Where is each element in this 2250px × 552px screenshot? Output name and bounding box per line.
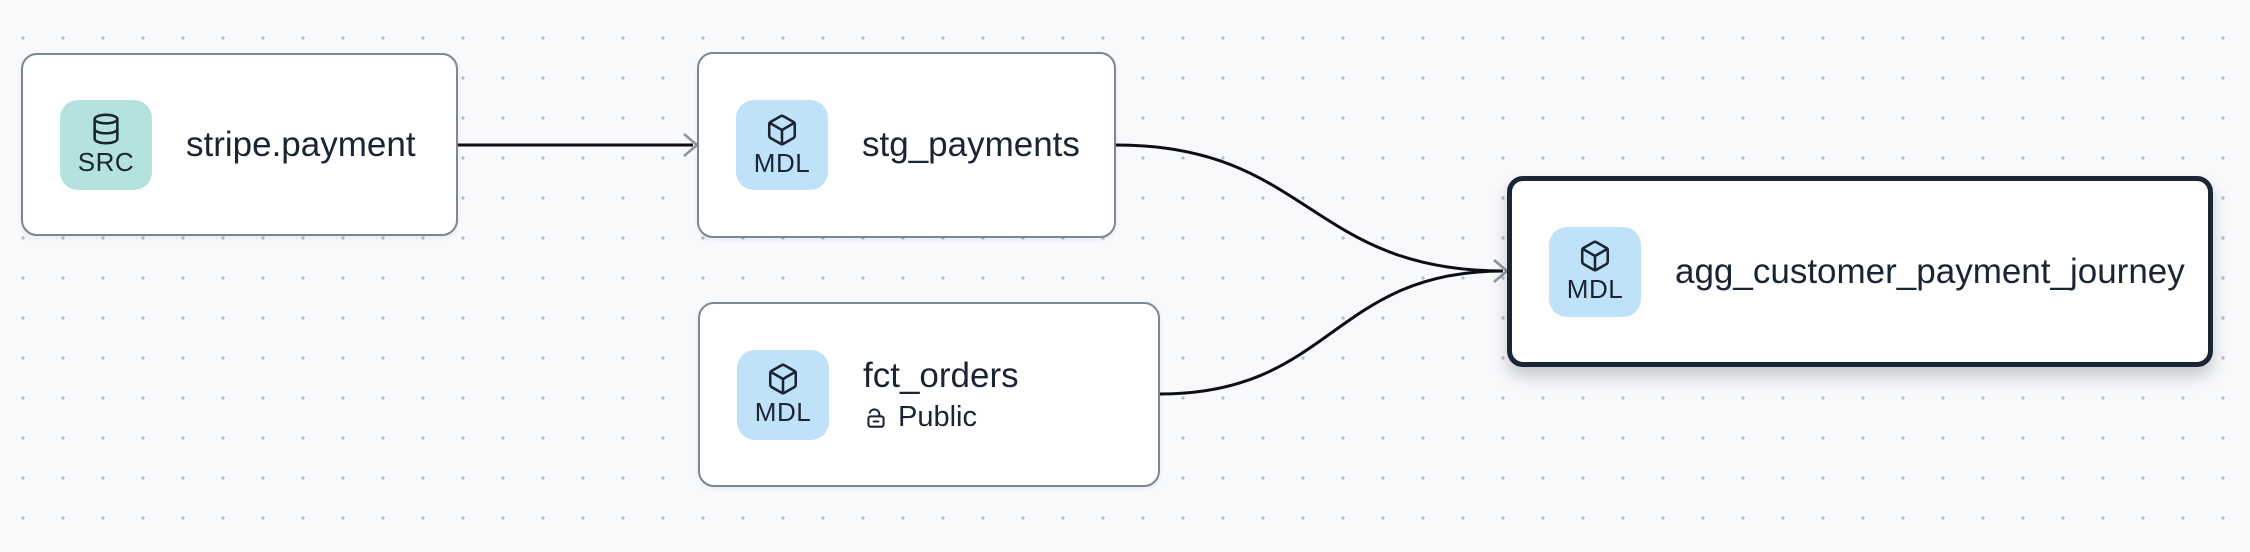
node-type-badge: SRC (60, 99, 152, 190)
node-type-label: MDL (1566, 274, 1624, 305)
node-type-badge: MDL (736, 100, 828, 190)
node-type-label: MDL (753, 147, 811, 178)
node-type-badge: MDL (1549, 226, 1641, 317)
access-row: Public (863, 401, 1019, 434)
lock-open-icon (863, 405, 889, 431)
edge-fct-orders-to-agg-customer-payment-journey (1159, 269, 1504, 396)
arrowhead-icon (683, 133, 700, 157)
node-stg-payments[interactable]: MDL stg_payments (697, 52, 1116, 238)
node-text: stg_payments (862, 124, 1080, 166)
node-title: stripe.payment (186, 124, 416, 164)
cube-icon (765, 113, 799, 147)
node-title: stg_payments (862, 125, 1080, 164)
database-icon (89, 112, 123, 146)
edge-stg-payments-to-agg-customer-payment-journey (1115, 143, 1504, 273)
node-text: agg_customer_payment_journey (1675, 251, 2185, 293)
node-stripe-payment[interactable]: SRC stripe.payment (21, 53, 458, 236)
access-label: Public (898, 401, 977, 433)
node-type-label: SRC (77, 147, 135, 178)
node-text: fct_orders Public (863, 355, 1019, 434)
node-agg-customer-payment-journey[interactable]: MDL agg_customer_payment_journey (1507, 176, 2213, 367)
arrowhead-icon (1493, 259, 1510, 283)
node-text: stripe.payment (186, 124, 416, 166)
node-title: agg_customer_payment_journey (1675, 251, 2185, 291)
node-type-badge: MDL (737, 349, 829, 440)
node-type-label: MDL (754, 397, 812, 428)
node-fct-orders[interactable]: MDL fct_orders Public (698, 302, 1160, 487)
node-title: fct_orders (863, 356, 1019, 395)
cube-icon (766, 362, 800, 396)
cube-icon (1578, 239, 1612, 273)
